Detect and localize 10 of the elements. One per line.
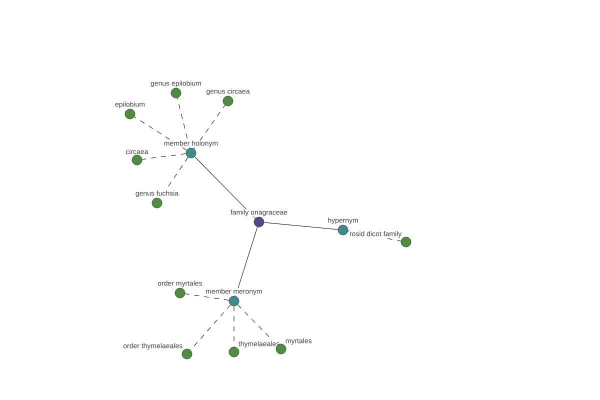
connector-line <box>264 222 338 230</box>
connector-line <box>142 153 186 160</box>
connector-line <box>134 116 187 150</box>
connector-line <box>194 156 256 219</box>
connector-line <box>194 105 226 150</box>
connector-line <box>160 157 188 199</box>
connector-line <box>190 304 231 350</box>
connector-line <box>184 294 230 300</box>
connector-line <box>235 226 258 296</box>
connector-line <box>177 98 190 148</box>
